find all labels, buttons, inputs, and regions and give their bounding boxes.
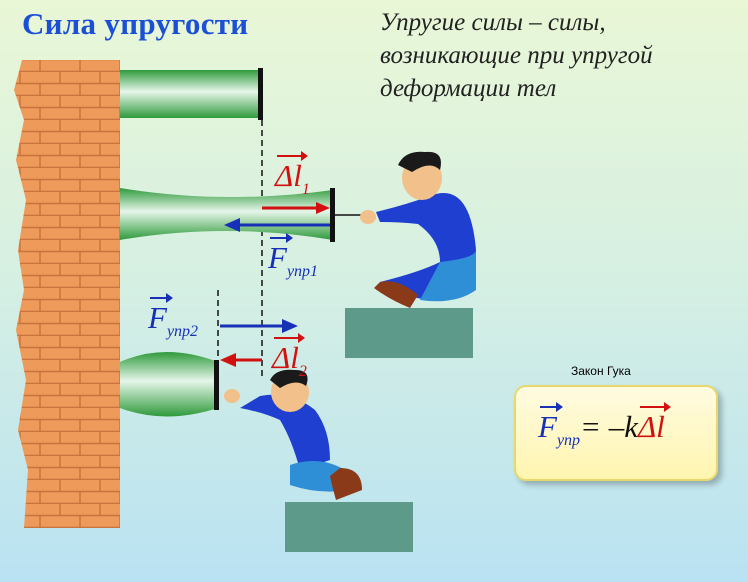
f-upr2-index: упр2 [166,323,199,340]
rod-stretched-end [330,188,335,242]
formula-rhs: = –k [580,409,638,444]
rod-undeformed-end [258,68,263,120]
f-upr2-label: Fупр2 [148,293,199,341]
delta-l2-label: Δl2 [272,333,307,381]
hooke-law-formula: Fупр= –kΔl [538,402,671,450]
page-title: Сила упругости [22,6,249,41]
block-lower [285,502,413,552]
formula-f-index: упр [556,432,581,449]
rod-stretched [120,188,333,240]
rod-compressed [120,352,218,417]
delta-l1-symbol: Δl [275,151,308,193]
person-pushing [224,369,362,500]
person-pulling [360,151,476,308]
delta-l1-arrow [316,202,330,214]
f-upr2-symbol: F [148,293,173,335]
hooke-law-caption: Закон Гука [571,364,631,378]
f-upr2-arrow [282,319,298,333]
delta-l2-symbol: Δl [272,333,305,375]
delta-l1-index: 1 [301,181,310,198]
block-upper [345,308,473,358]
rod-compressed-end [214,360,219,410]
definition-line-3: деформации тел [380,75,557,102]
f-upr1-index: упр1 [286,263,319,280]
f-upr1-symbol: F [268,233,293,275]
rod-undeformed [120,70,260,118]
f-upr1-arrow [224,218,240,232]
hooke-law-formula-box: Fупр= –kΔl [514,385,718,481]
delta-l1-label: Δl1 [275,151,310,199]
brick-wall [14,60,120,528]
delta-l2-index: 2 [298,363,307,380]
definition-line-2: возникающие при упругой [380,42,653,69]
formula-delta-l: Δl [637,402,671,444]
formula-f-symbol: F [538,402,563,444]
f-upr1-label: Fупр1 [268,233,319,281]
definition-line-1: Упругие силы – силы, [380,9,606,36]
definition-text: Упругие силы – силы, возникающие при упр… [380,6,740,105]
delta-l2-arrow [220,353,236,367]
